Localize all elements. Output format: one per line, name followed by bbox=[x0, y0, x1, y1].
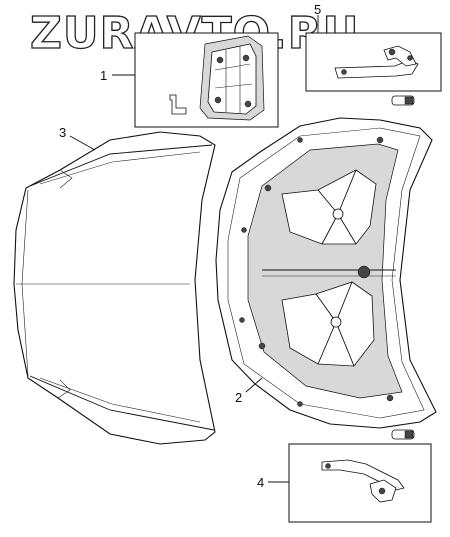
callout-1: 1 bbox=[100, 68, 107, 83]
callout-3: 3 bbox=[59, 125, 66, 140]
detail-box-4 bbox=[288, 443, 432, 523]
clip-lower bbox=[391, 429, 415, 440]
detail-box-5 bbox=[305, 32, 442, 92]
callout-5: 5 bbox=[314, 2, 321, 17]
hood-outer-panel bbox=[13, 131, 216, 445]
callout-4: 4 bbox=[257, 475, 264, 490]
callout-2: 2 bbox=[235, 390, 242, 405]
leader-lines bbox=[69, 15, 319, 483]
clip-upper bbox=[391, 95, 415, 106]
detail-box-1 bbox=[134, 32, 279, 128]
hood-inner-frame bbox=[215, 117, 437, 429]
